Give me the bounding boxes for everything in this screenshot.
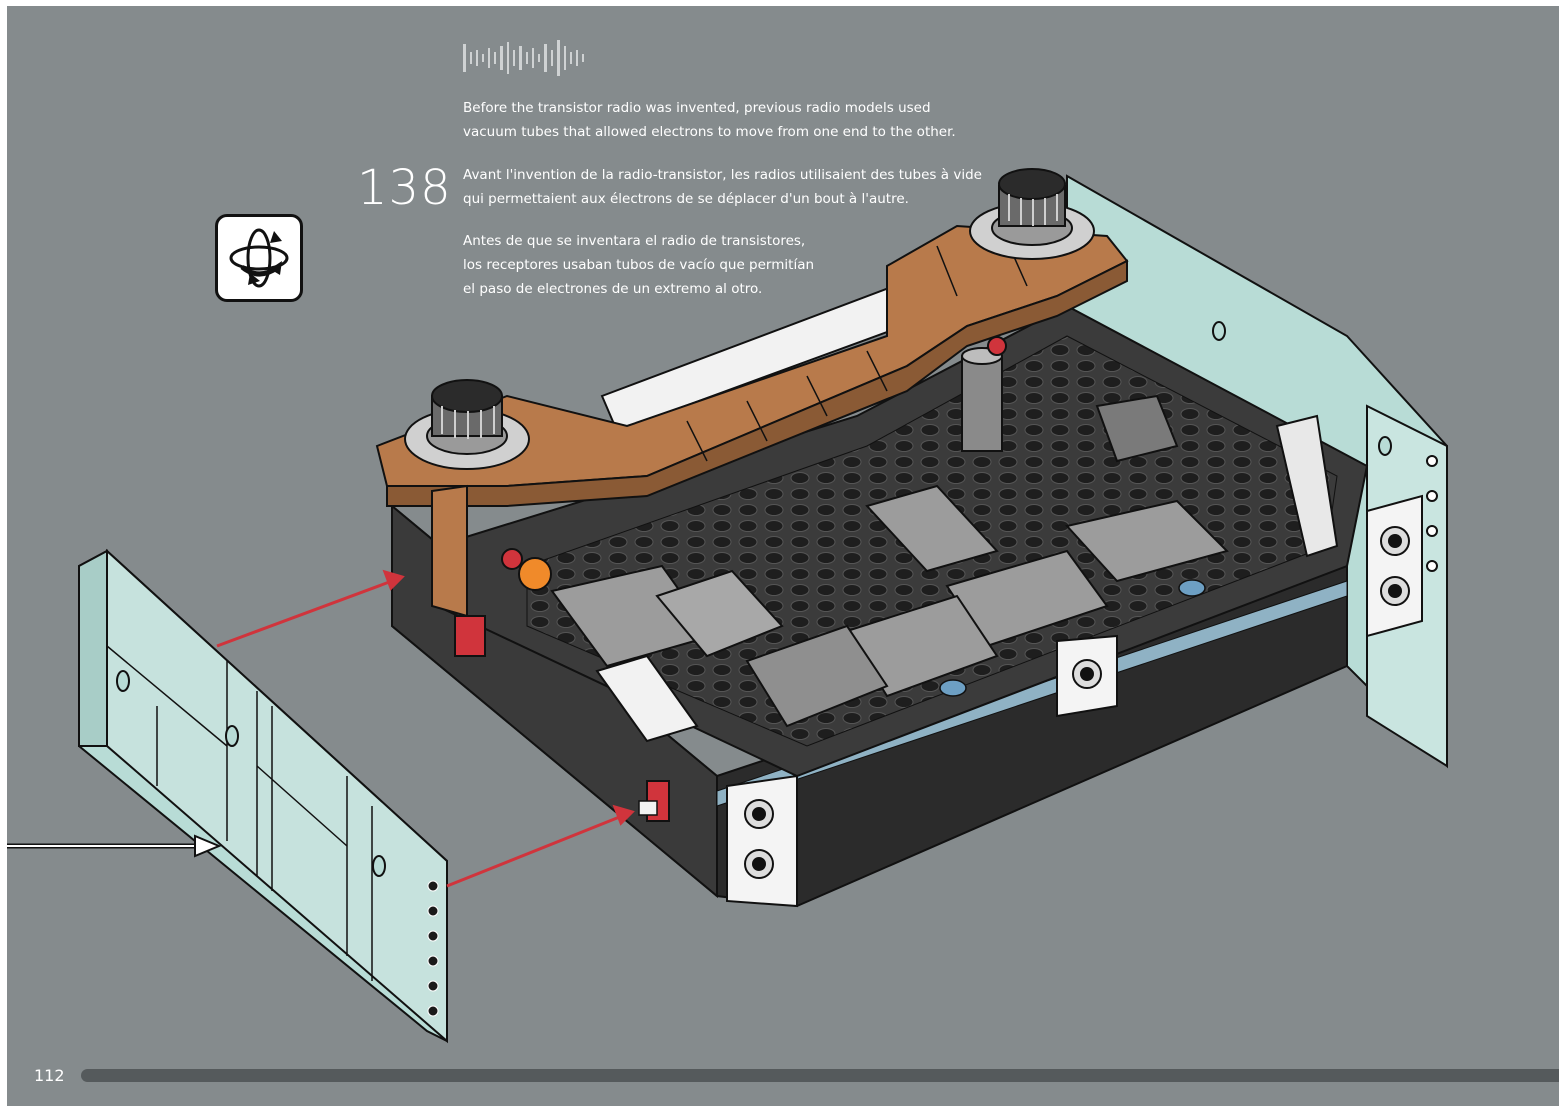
fact-spanish-line: el paso de electrones de un extremo al o… — [463, 281, 763, 297]
fact-spanish-line: Antes de que se inventara el radio de tr… — [463, 233, 806, 249]
soundwave-icon — [463, 40, 584, 76]
fact-spanish-line: los receptores usaban tubos de vacío que… — [463, 257, 815, 273]
fact-french: Avant l'invention de la radio-transistor… — [463, 163, 982, 211]
rotate-model-callout — [215, 214, 303, 302]
fact-french-line: Avant l'invention de la radio-transistor… — [463, 167, 982, 183]
page-progress-bar — [81, 1069, 1559, 1082]
fact-english-line: vacuum tubes that allowed electrons to m… — [463, 124, 956, 140]
rotate-model-icon — [229, 228, 289, 288]
radio-base — [375, 168, 1448, 908]
assembly-arrows — [216, 569, 635, 888]
step-number: 138 — [357, 160, 452, 216]
instruction-page: 138 Before the transistor radio was inve… — [7, 6, 1559, 1106]
brown-tuning-bar — [375, 224, 1129, 618]
corner-brick-front-middle — [1056, 634, 1118, 718]
fact-spanish: Antes de que se inventara el radio de tr… — [463, 229, 814, 301]
build-illustration — [7, 168, 1448, 1044]
corner-brick-right — [1366, 494, 1423, 638]
side-panel-detached — [78, 548, 448, 1044]
corner-brick-front-left — [726, 774, 798, 908]
tuning-knob-right — [969, 168, 1095, 260]
tuning-knob-left — [404, 379, 530, 470]
page-number: 112 — [34, 1066, 65, 1085]
push-arrow — [7, 834, 222, 858]
fact-english: Before the transistor radio was invented… — [463, 96, 956, 144]
fact-english-line: Before the transistor radio was invented… — [463, 100, 931, 116]
fact-french-line: qui permettaient aux électrons de se dép… — [463, 191, 909, 207]
